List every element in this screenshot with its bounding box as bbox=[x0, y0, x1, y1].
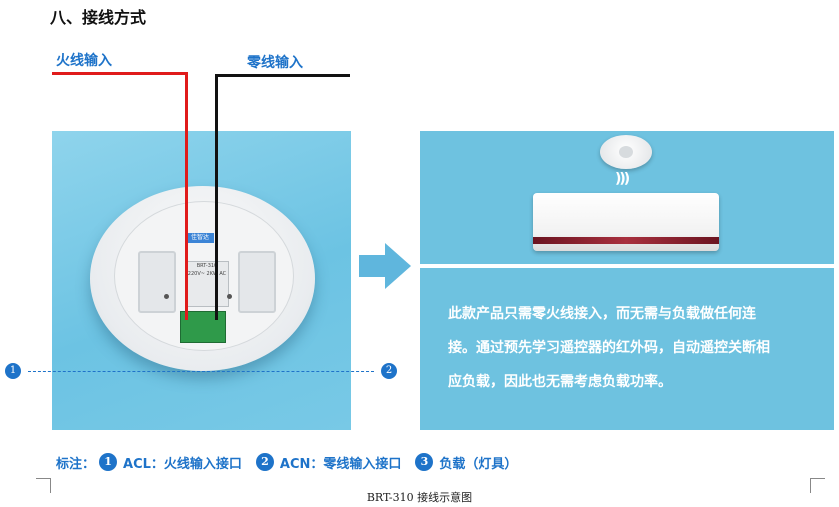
description-line: 此款产品只需零火线接入，而无需与负载做任何连 bbox=[448, 306, 756, 322]
legend-item-acl: ACL：火线输入接口 bbox=[123, 456, 242, 472]
ac-stripe bbox=[533, 237, 719, 244]
legend-item-load: 负载（灯具） bbox=[439, 456, 518, 472]
description-line: 应负载，因此也无需考虑负载功率。 bbox=[448, 374, 672, 390]
sensor-photo: 佳智达 BRT-310 220V~ 2KW AC bbox=[52, 131, 351, 430]
neutral-wire-horizontal bbox=[215, 74, 350, 77]
ir-lens bbox=[619, 146, 633, 158]
module-spec: 220V~ 2KW AC bbox=[187, 271, 227, 277]
legend-num-3: 3 bbox=[415, 453, 434, 471]
screw bbox=[164, 294, 169, 299]
application-panel: ))) 此款产品只需零火线接入，而无需与负载做任何连 接。通过预先学习遥控器的红… bbox=[420, 131, 834, 430]
module-model: BRT-310 bbox=[196, 263, 218, 269]
ir-sensor-image bbox=[600, 135, 652, 169]
corner-mark-left bbox=[36, 478, 51, 493]
marker-1: 1 bbox=[5, 363, 21, 379]
legend-item-acn: ACN：零线输入接口 bbox=[279, 456, 402, 472]
corner-mark-right bbox=[810, 478, 825, 493]
arrow-right-icon bbox=[359, 255, 385, 277]
live-wire-label: 火线输入 bbox=[56, 53, 112, 69]
marker-2: 2 bbox=[381, 363, 397, 379]
live-wire-vertical bbox=[185, 72, 188, 320]
neutral-wire-vertical bbox=[215, 74, 218, 320]
terminal-block bbox=[180, 311, 226, 343]
air-conditioner-image bbox=[533, 193, 719, 251]
screw bbox=[227, 294, 232, 299]
legend-prefix: 标注： bbox=[56, 456, 96, 472]
legend-num-2: 2 bbox=[255, 453, 274, 471]
brand-badge: 佳智达 bbox=[186, 233, 214, 243]
panel-divider bbox=[420, 264, 834, 268]
description-text: 此款产品只需零火线接入，而无需与负载做任何连 接。通过预先学习遥控器的红外码，自… bbox=[448, 297, 808, 399]
legend: 标注： 1 ACL：火线输入接口 2 ACN：零线输入接口 3 负载（灯具） bbox=[56, 453, 527, 472]
dimension-line bbox=[28, 371, 374, 372]
circuit-module: BRT-310 220V~ 2KW AC bbox=[185, 261, 229, 307]
description-line: 接。通过预先学习遥控器的红外码，自动遥控关断相 bbox=[448, 340, 770, 356]
neutral-wire-label: 零线输入 bbox=[247, 55, 303, 71]
figure-caption: BRT-310 接线示意图 bbox=[366, 491, 473, 504]
legend-num-1: 1 bbox=[99, 453, 118, 471]
mount-clip-right bbox=[238, 251, 276, 313]
ir-signal-icon: ))) bbox=[615, 171, 630, 187]
live-wire-horizontal bbox=[52, 72, 188, 75]
mount-clip-left bbox=[138, 251, 176, 313]
section-title: 八、接线方式 bbox=[50, 8, 147, 27]
arrow-right-head bbox=[385, 243, 411, 289]
